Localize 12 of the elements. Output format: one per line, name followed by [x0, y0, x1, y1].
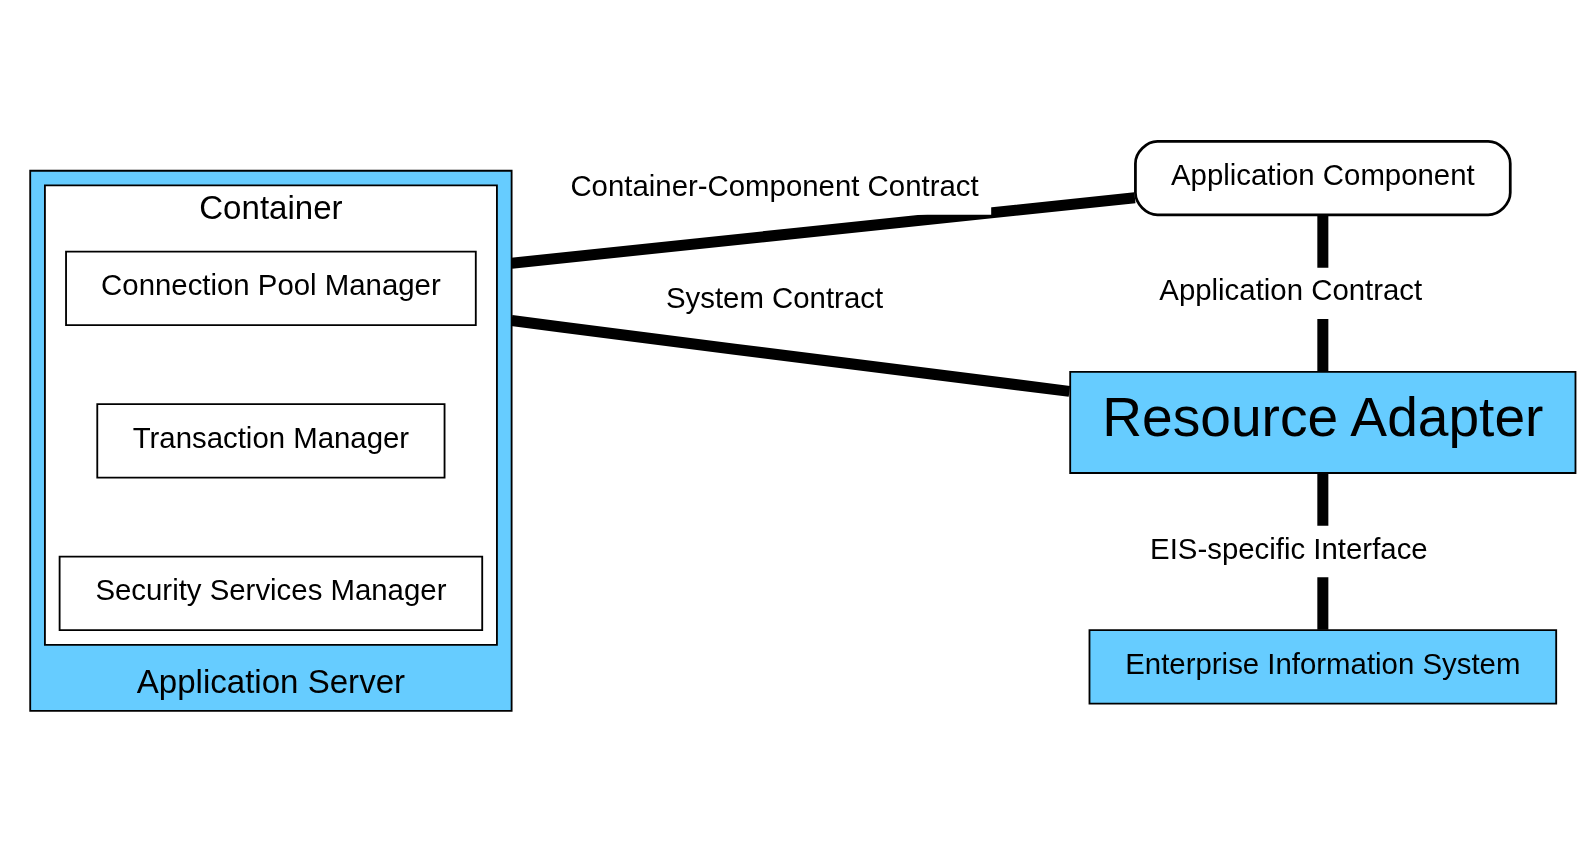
node-box: Enterprise Information System	[1088, 629, 1558, 705]
edge-label: EIS-specific Interface	[1150, 531, 1428, 565]
connector	[511, 192, 1136, 269]
edge-label: System Contract	[665, 281, 884, 315]
node-box: Resource Adapter	[1069, 371, 1577, 474]
edge-label: Container-Component Contract	[570, 169, 979, 203]
connector	[510, 314, 1071, 397]
node-box: Connection Pool Manager	[65, 250, 477, 326]
node-box: Security Services Manager	[58, 555, 484, 631]
node-box: Application Component	[1134, 139, 1512, 217]
edge-label: Application Contract	[1159, 273, 1423, 307]
node-box: Transaction Manager	[96, 403, 446, 479]
